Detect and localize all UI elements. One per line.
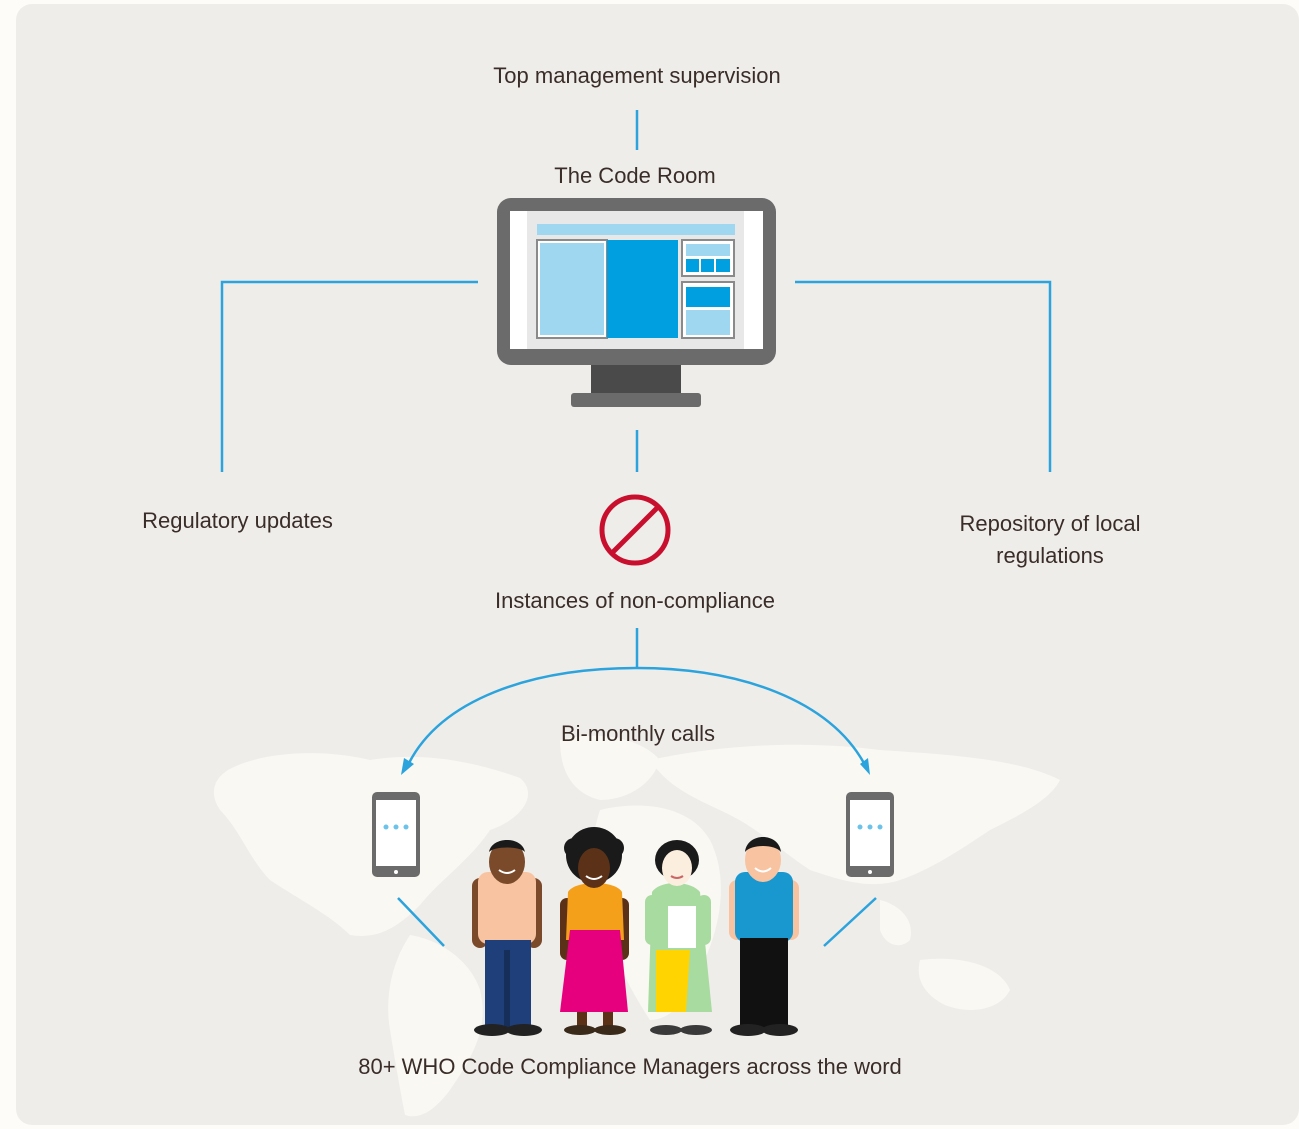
- world-map: [213, 735, 1060, 1117]
- mobile-phone-icon: [372, 792, 420, 877]
- label-repository-line2: regulations: [996, 543, 1104, 568]
- label-code-room: The Code Room: [554, 163, 716, 188]
- prohibition-icon: [599, 494, 671, 566]
- arrowhead-left: [401, 758, 414, 775]
- person-2: [560, 827, 629, 1035]
- label-noncompliance: Instances of non-compliance: [494, 588, 776, 613]
- computer-monitor-icon: [497, 198, 776, 407]
- mobile-phone-icon: [846, 792, 894, 877]
- connector-phone-left: [397, 897, 445, 947]
- connector-left: [220, 280, 478, 472]
- connectors: [220, 110, 1052, 947]
- label-bimonthly-calls: Bi-monthly calls: [560, 721, 716, 746]
- person-4: [729, 837, 799, 1036]
- connector-right: [795, 280, 1052, 472]
- label-top-management: Top management supervision: [493, 63, 781, 88]
- person-1: [472, 840, 542, 1036]
- label-regulatory-updates: Regulatory updates: [142, 508, 333, 533]
- arrow-right-curve: [636, 666, 867, 766]
- people-illustration: [472, 827, 799, 1036]
- arrow-left-curve: [406, 666, 638, 766]
- label-repository-line1: Repository of local: [959, 511, 1141, 536]
- connector-phone-right: [823, 897, 877, 947]
- arrowhead-right: [860, 758, 870, 775]
- label-compliance-managers: 80+ WHO Code Compliance Managers across …: [358, 1054, 902, 1079]
- person-3: [645, 840, 712, 1035]
